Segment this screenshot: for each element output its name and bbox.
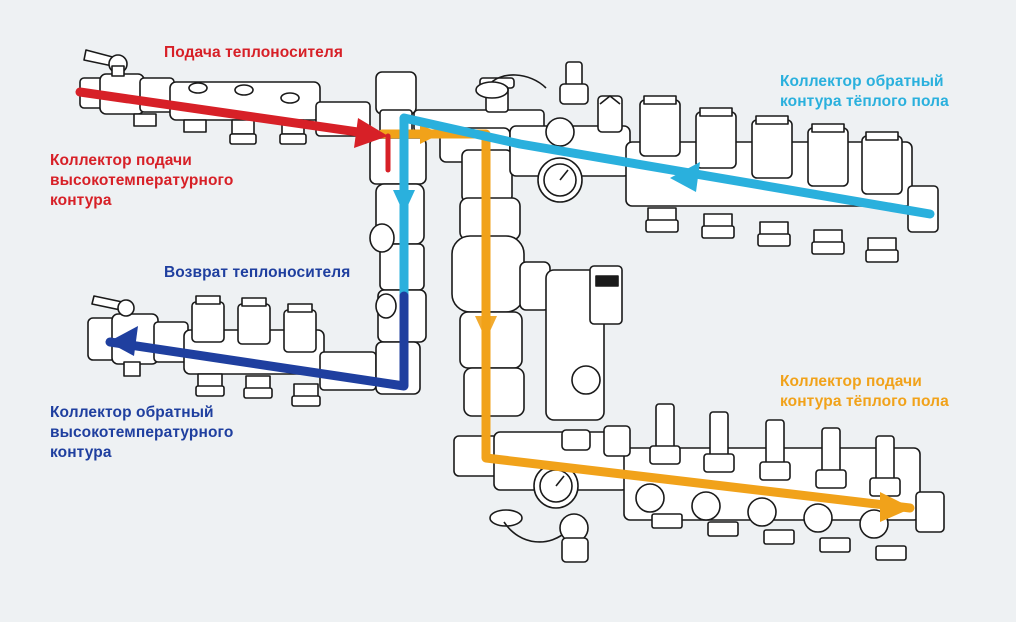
label-line-2: контура тёплого пола [780, 93, 949, 110]
label-high-temp-return-collector: Коллектор обратный высокотемпературного … [50, 403, 233, 463]
label-supply-coolant: Подача теплоносителя [164, 43, 343, 63]
high-temp-supply-arrowhead [354, 118, 388, 148]
label-floor-supply-collector: Коллектор подачи контура тёплого пола [780, 372, 949, 412]
high-temp-return-flow [105, 291, 409, 391]
circulation-pump [451, 197, 623, 421]
floor-return-arrowhead [670, 162, 700, 192]
thermometer-top [537, 117, 583, 203]
ball-valve-handle-bottom [91, 295, 135, 317]
label-line-1: Коллектор подачи [50, 152, 192, 169]
label-line-1: Коллектор подачи [780, 373, 922, 390]
label-line-2: контура тёплого пола [780, 393, 949, 410]
label-line-2: высокотемпературного [50, 172, 234, 189]
label-line-1: Коллектор обратный [50, 404, 214, 421]
label-line-3: контура [50, 192, 112, 209]
label-floor-return-collector: Коллектор обратный контура тёплого пола [780, 72, 949, 112]
floor-supply-arrowhead [880, 492, 912, 522]
label-line-1: Коллектор обратный [780, 73, 944, 90]
label-return-coolant-text: Возврат теплоносителя [164, 264, 351, 281]
high-temp-return-arrowhead [108, 326, 138, 356]
drain-valve-bottom [489, 425, 631, 563]
ball-valve-handle-top [83, 49, 128, 77]
thermometer-bottom [533, 463, 579, 509]
label-line-2: высокотемпературного [50, 424, 234, 441]
high-temp-supply-flow [75, 87, 377, 139]
label-supply-coolant-text: Подача теплоносителя [164, 44, 343, 61]
label-line-3: контура [50, 444, 112, 461]
air-vent-top [475, 61, 623, 133]
label-high-temp-supply-collector: Коллектор подачи высокотемпературного ко… [50, 151, 233, 211]
label-return-coolant: Возврат теплоносителя [164, 263, 350, 283]
